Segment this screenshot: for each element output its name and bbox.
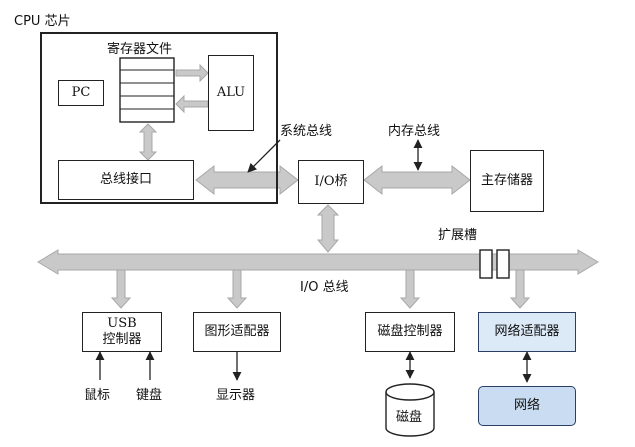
io-bus-arrow — [37, 249, 599, 275]
main-memory-label: 主存储器 — [480, 172, 533, 188]
io-bus-label: I/O 总线 — [300, 280, 349, 295]
mouse-label: 鼠标 — [84, 388, 111, 403]
network-connector — [509, 269, 531, 309]
usb-controller: USB 控制器 — [82, 312, 162, 352]
disk-controller: 磁盘控制器 — [365, 312, 455, 352]
alu-label: ALU — [216, 84, 246, 100]
io-bridge: I/O桥 — [298, 160, 364, 204]
system-bus-pointer — [247, 139, 281, 173]
display-label: 显示器 — [216, 388, 256, 403]
disk-controller-label: 磁盘控制器 — [377, 323, 443, 339]
cpu-chip — [40, 32, 278, 204]
disk-connector — [399, 269, 421, 309]
graphics-adapter: 图形适配器 — [193, 312, 281, 352]
bus-interface: 总线接口 — [58, 160, 194, 200]
keyboard-label: 键盘 — [136, 388, 163, 403]
memory-bus-label: 内存总线 — [388, 124, 441, 139]
network-label: 网络 — [513, 397, 540, 413]
io-bridge-label: I/O桥 — [314, 173, 348, 189]
graphics-connector — [226, 269, 248, 309]
system-bus-label: 系统总线 — [280, 124, 333, 139]
disk-label: 磁盘 — [396, 410, 423, 425]
usb-controller-line2: 控制器 — [102, 332, 142, 347]
expansion-slot-1 — [479, 249, 493, 279]
usb-connector — [110, 269, 132, 309]
main-memory: 主存储器 — [470, 150, 544, 212]
graphics-adapter-label: 图形适配器 — [204, 323, 270, 339]
cpu-chip-title: CPU 芯片 — [14, 14, 71, 29]
alu: ALU — [208, 55, 254, 131]
bus-interface-label: 总线接口 — [99, 171, 152, 187]
register-file-grid — [119, 57, 175, 123]
pc-label: PC — [71, 84, 91, 100]
bridge-io-connector — [316, 204, 340, 253]
register-file-label: 寄存器文件 — [107, 42, 173, 57]
network-adapter-label: 网络适配器 — [494, 323, 560, 339]
expansion-slots-label: 扩展槽 — [438, 228, 478, 243]
network-adapter: 网络适配器 — [478, 312, 576, 352]
usb-controller-line1: USB — [107, 315, 137, 331]
regfile-to-alu-arrow — [175, 63, 209, 83]
pc-register: PC — [58, 80, 104, 106]
network: 网络 — [478, 386, 576, 426]
memory-bus-arrow — [363, 164, 471, 196]
expansion-slot-2 — [496, 249, 510, 279]
alu-to-regfile-arrow — [175, 94, 209, 114]
disk-cylinder — [385, 383, 435, 437]
